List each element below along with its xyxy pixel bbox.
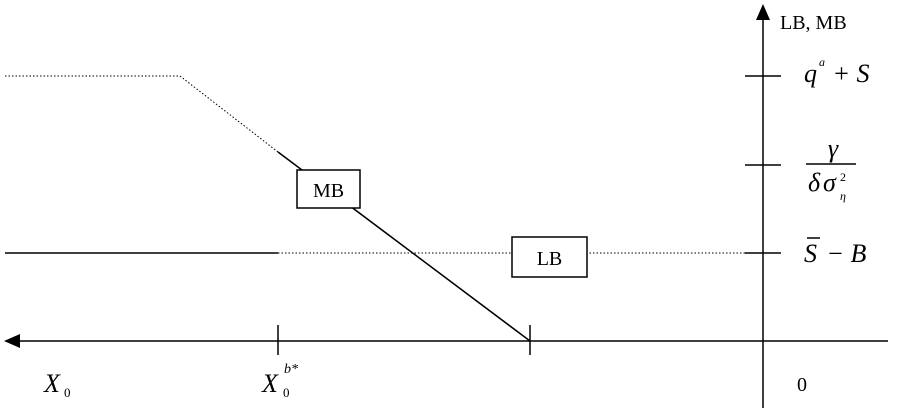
svg-text:b*: b*	[284, 362, 298, 377]
y-label-top: q a + S	[804, 55, 870, 88]
svg-text:a: a	[819, 55, 825, 69]
lb-label: LB	[537, 248, 563, 270]
mb-label: MB	[313, 180, 344, 202]
mb-label-box	[296, 169, 361, 209]
svg-text:X: X	[43, 369, 61, 398]
x0-b-star-label: X b* 0	[261, 362, 298, 400]
svg-text:δ: δ	[808, 168, 821, 197]
svg-text:0: 0	[283, 385, 290, 400]
svg-text:2: 2	[840, 170, 846, 184]
svg-text:q: q	[804, 59, 817, 88]
svg-text:0: 0	[64, 385, 71, 400]
svg-text:σ: σ	[823, 168, 837, 197]
svg-text:X: X	[261, 369, 279, 398]
y-label-middle: γ δ σ 2 η	[806, 134, 856, 203]
mb-dotted-slope	[179, 75, 279, 153]
svg-text:− B: − B	[820, 239, 867, 268]
svg-text:η: η	[840, 189, 846, 203]
lb-label-box	[511, 236, 588, 278]
svg-text:S: S	[804, 239, 817, 268]
vertical-axis-label: LB, MB	[780, 12, 847, 34]
y-label-bottom: S − B	[804, 237, 867, 268]
horizontal-axis-arrow	[4, 334, 20, 348]
origin-label: 0	[797, 374, 807, 396]
svg-text:γ: γ	[828, 134, 839, 163]
svg-text:+ S: + S	[826, 59, 870, 88]
vertical-axis-arrow	[756, 4, 770, 20]
x0-label: X 0	[43, 369, 71, 400]
